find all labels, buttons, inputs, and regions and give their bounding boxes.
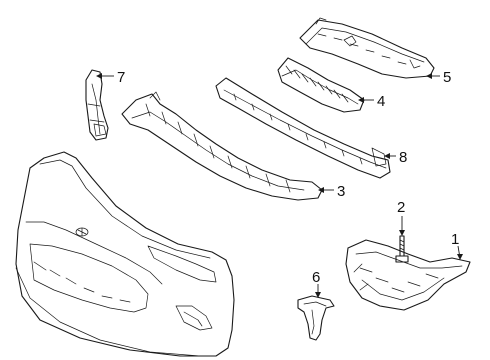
bumper-cover: [15, 151, 235, 357]
part-2-bolt: [395, 235, 409, 263]
callout-1: 1: [451, 231, 459, 248]
part-3-energy-absorber: [121, 91, 323, 201]
callout-6: 6: [312, 269, 320, 286]
part-5-upper-deflector: [299, 17, 435, 79]
callout-7: 7: [117, 69, 125, 86]
callout-8: 8: [399, 149, 407, 166]
part-8-reinforcement-bar: [215, 77, 391, 179]
callout-3: 3: [337, 183, 345, 200]
callout-leaders: [96, 73, 463, 298]
part-7-side-bracket: [85, 69, 109, 141]
callout-2: 2: [397, 199, 405, 216]
part-4-bracket: [277, 57, 365, 113]
callout-5: 5: [443, 69, 451, 86]
part-1-side-bracket: [345, 239, 471, 311]
part-6-lower-bracket: [297, 295, 335, 341]
callout-4: 4: [377, 93, 385, 110]
